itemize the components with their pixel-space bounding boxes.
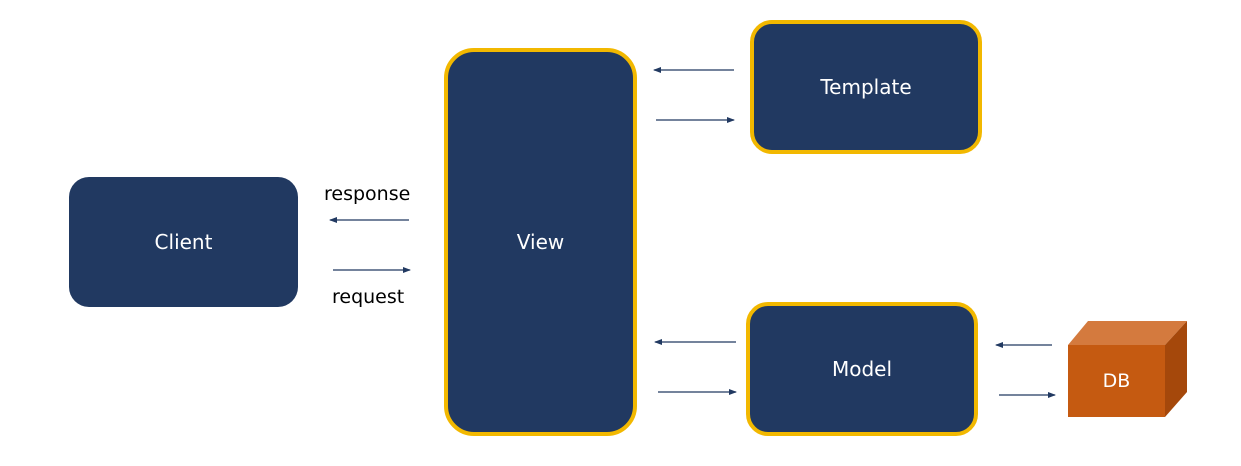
model-node: Model (746, 302, 978, 436)
template-node: Template (750, 20, 982, 154)
model-label: Model (831, 357, 893, 381)
request-edge-label: request (332, 286, 405, 308)
view-node: View (444, 48, 637, 436)
db-label: DB (1102, 370, 1131, 392)
template-label: Template (820, 75, 912, 99)
client-node: Client (69, 177, 298, 307)
response-edge-label: response (324, 183, 411, 205)
view-label: View (516, 230, 565, 254)
client-label: Client (154, 230, 213, 254)
